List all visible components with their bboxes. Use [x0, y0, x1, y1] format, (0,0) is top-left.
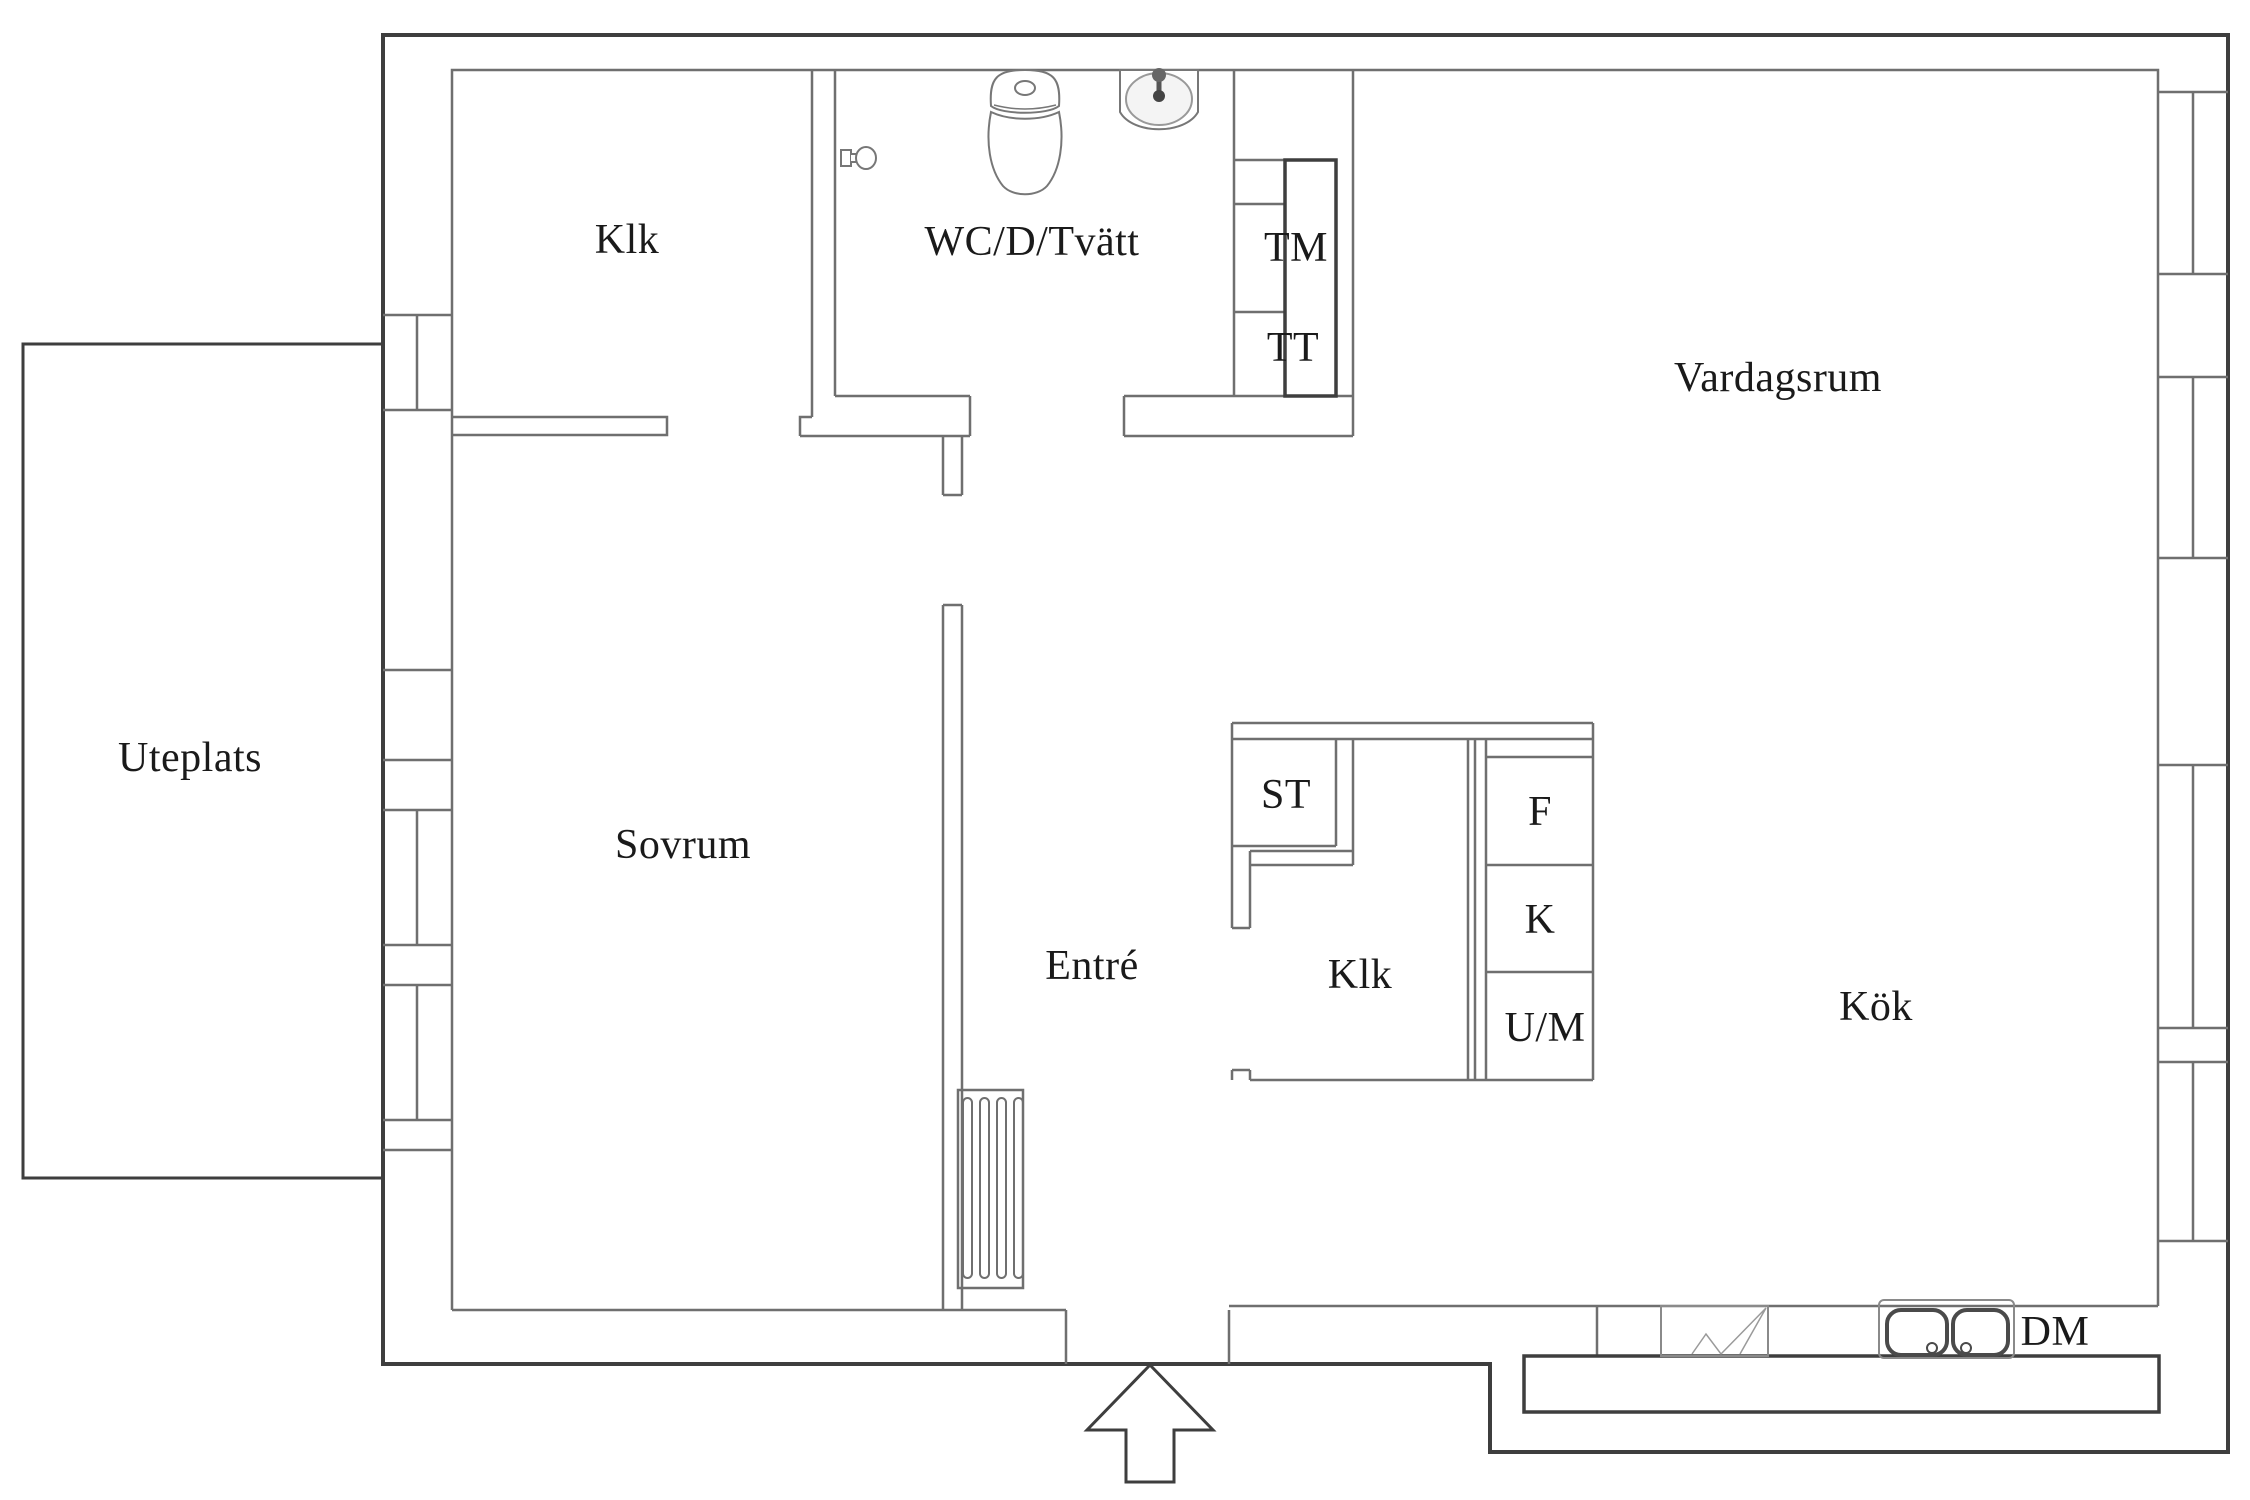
cabinet-label-k: K: [1524, 897, 1556, 943]
toilet-icon: [987, 68, 1063, 196]
tm-tt-cabinet: [1283, 158, 1338, 398]
entrance-grille-icon: [956, 1088, 1025, 1290]
kitchen-worktop: [1522, 1354, 2161, 1414]
room-label-wc-tvatt: WC/D/Tvätt: [924, 219, 1140, 265]
room-label-kok: Kök: [1839, 984, 1913, 1030]
room-label-sovrum: Sovrum: [614, 822, 752, 868]
room-label-klk: Klk: [594, 217, 660, 263]
appliance-label-dm: DM: [2020, 1309, 2090, 1355]
closet-label-klk: Klk: [1327, 952, 1393, 998]
toilet-roll-holder-icon: [840, 146, 877, 170]
cabinet-label-f: F: [1528, 789, 1552, 835]
cabinet-label-um: U/M: [1504, 1005, 1586, 1051]
outer-walls: [21, 33, 2230, 1454]
main-inner-wall-line: [450, 68, 2160, 1310]
entrance-arrow-icon: [1083, 1362, 1217, 1484]
stove-icon: [1660, 1305, 1769, 1357]
sovrum-hall-divider: [941, 437, 964, 1310]
kitchen-sink-icon: [1878, 1299, 2015, 1359]
appliance-label-tt: TT: [1266, 325, 1320, 371]
closet-block-walls: [1230, 721, 1595, 1082]
patio-outline: [21, 342, 383, 1180]
closet-label-st: ST: [1260, 772, 1312, 818]
klk-wc-walls: [452, 70, 1355, 438]
appliance-label-tm: TM: [1264, 225, 1328, 271]
room-label-entre: Entré: [1045, 943, 1139, 989]
room-label-uteplats: Uteplats: [118, 735, 262, 781]
washbasin-icon: [1119, 68, 1199, 131]
bottom-inner-wall: [452, 1304, 2158, 1364]
interior-walls: [383, 68, 2228, 1364]
room-label-vardagsrum: Vardagsrum: [1674, 355, 1882, 401]
apartment-outline: [381, 33, 2230, 1454]
